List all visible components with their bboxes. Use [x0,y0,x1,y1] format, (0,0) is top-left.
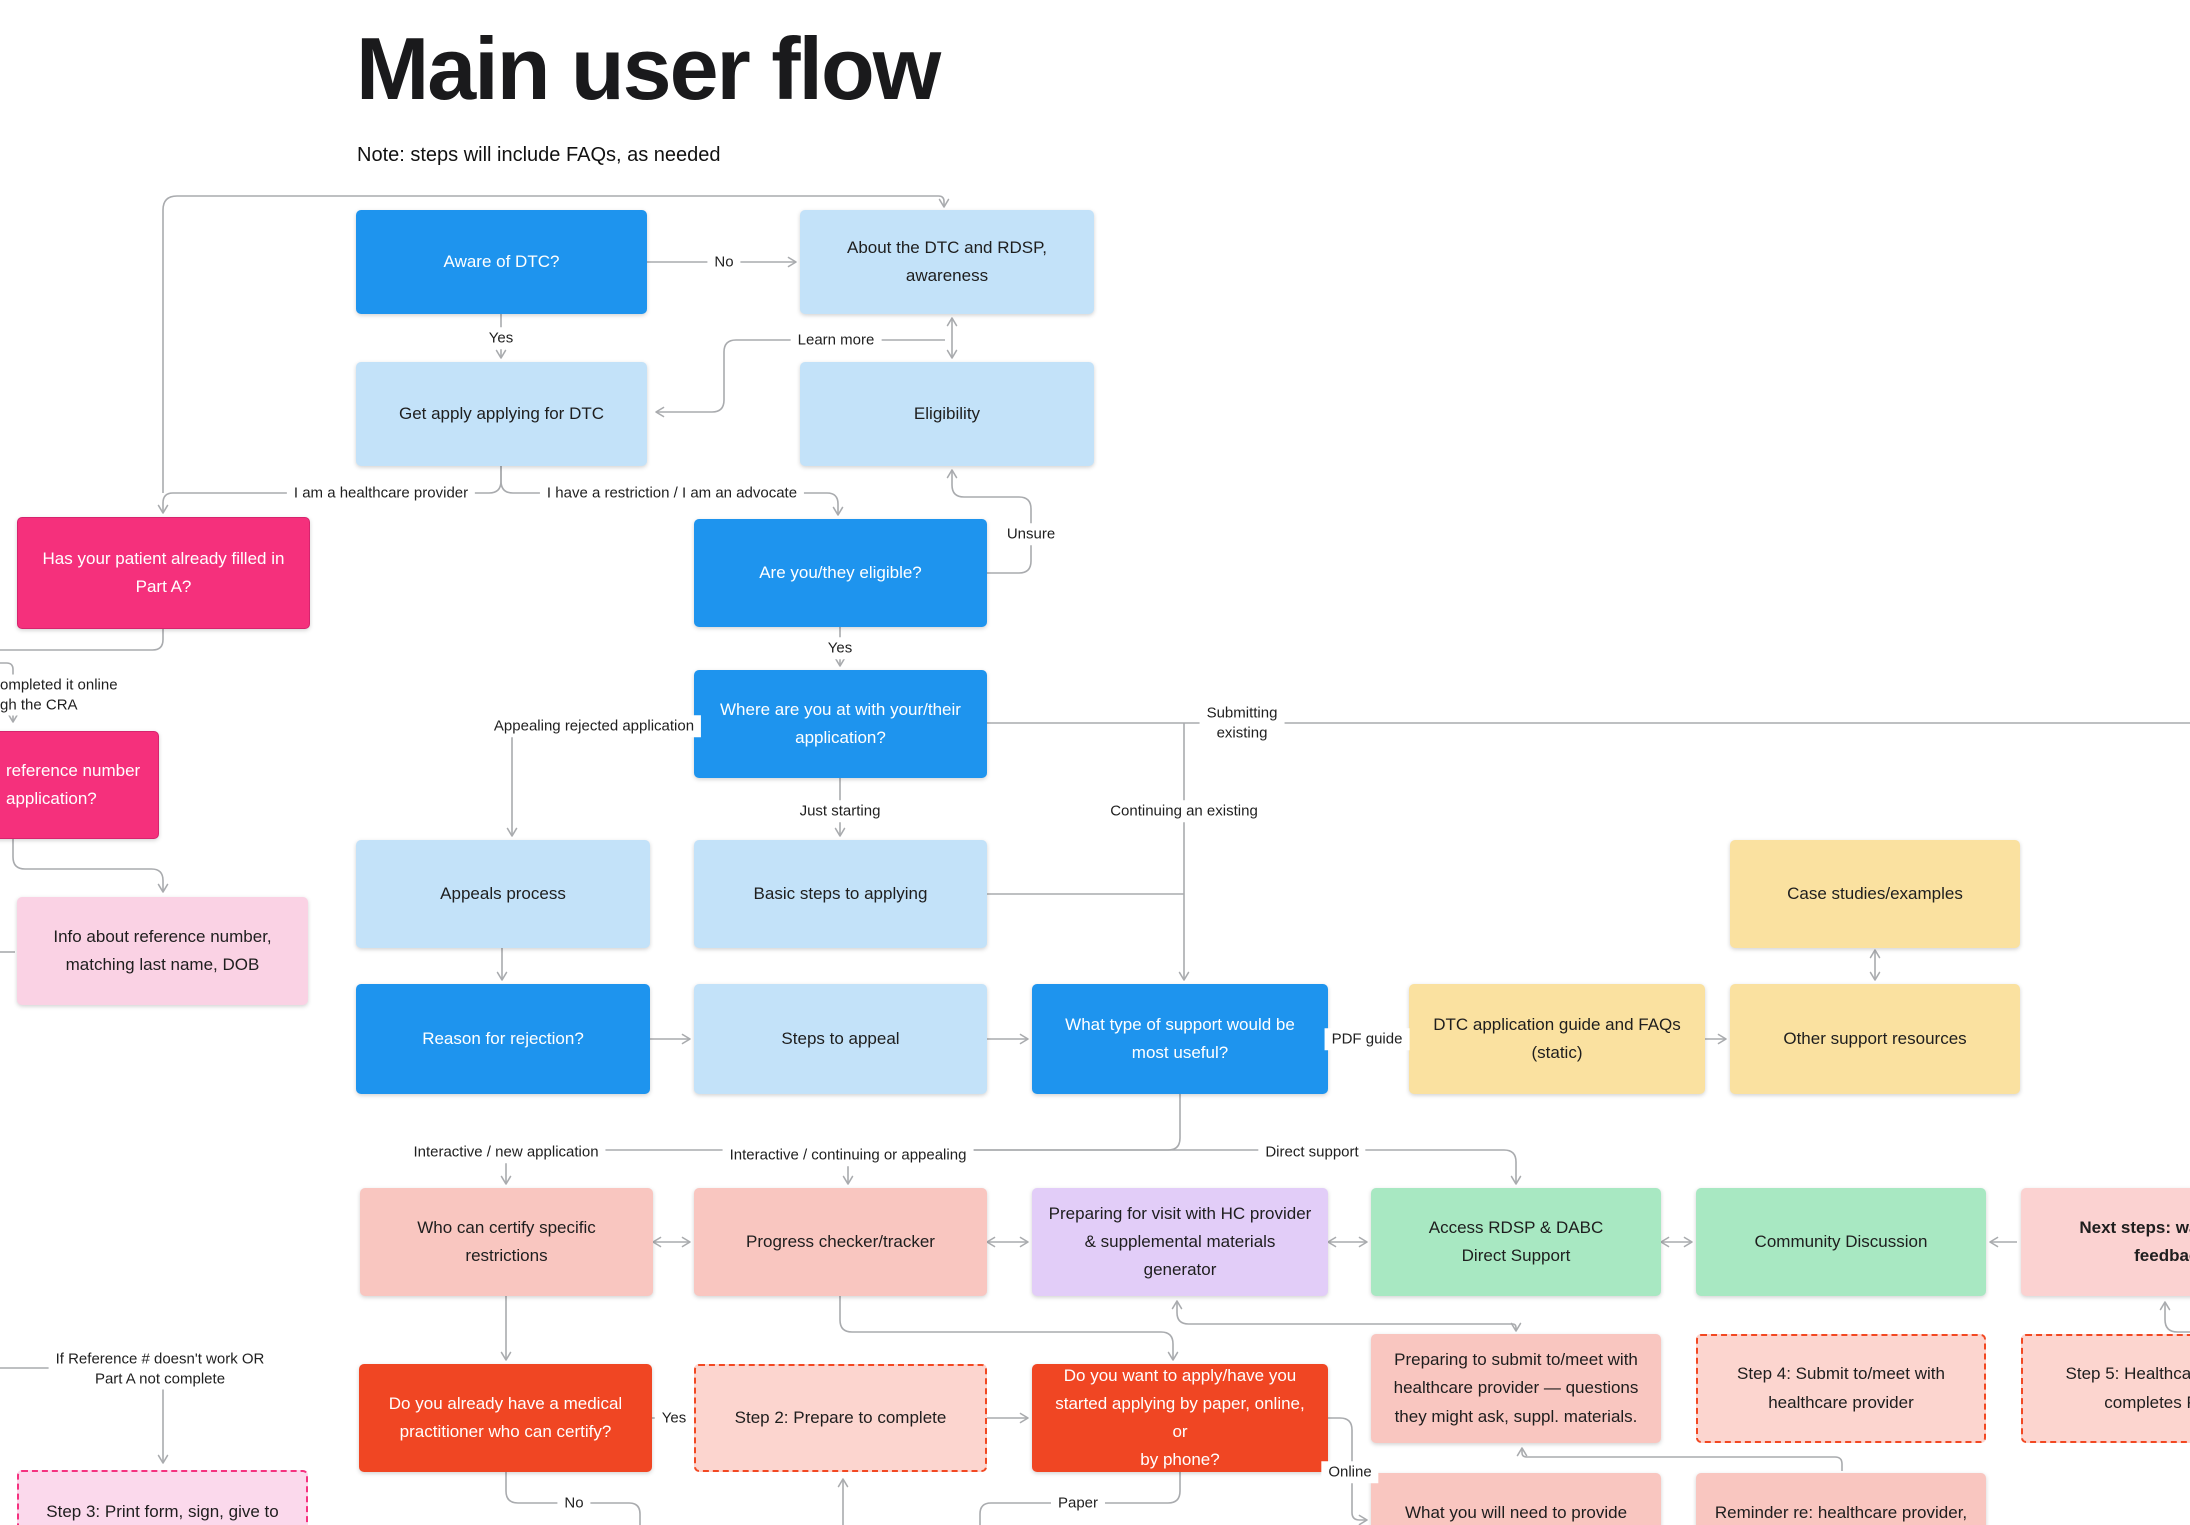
progress-checker-node[interactable]: Progress checker/tracker [694,1188,987,1296]
connector-label-yes-practitioner: Yes [654,1407,694,1429]
connector-label-learn-more: Learn more [790,329,882,351]
preparing-visit-node[interactable]: Preparing for visit with HC provider & s… [1032,1188,1328,1296]
connector-9 [506,725,694,837]
get-apply-dtc-node[interactable]: Get apply applying for DTC [356,362,647,466]
connector-label-interactive-new: Interactive / new application [406,1141,606,1163]
appeals-process-node[interactable]: Appeals process [356,840,650,948]
step-5-node[interactable]: Step 5: Healthcare provider completes Pa… [2021,1334,2190,1443]
step-2-node[interactable]: Step 2: Prepare to complete [694,1364,987,1472]
connector-40 [0,629,164,651]
connector-label-interactive-continuing: Interactive / continuing or appealing [722,1144,974,1166]
page-note: Note: steps will include FAQs, as needed [357,144,721,166]
preparing-submit-node[interactable]: Preparing to submit to/meet with healthc… [1371,1334,1661,1443]
connector-32 [839,1296,1179,1361]
what-you-need-node[interactable]: What you will need to provide [1371,1473,1661,1525]
other-support-node[interactable]: Other support resources [1730,984,2020,1094]
case-studies-node[interactable]: Case studies/examples [1730,840,2020,948]
connector-label-continuing-existing: Continuing an existing [1103,800,1265,822]
connector-label-healthcare-provider: I am a healthcare provider [286,482,476,504]
dtc-guide-node[interactable]: DTC application guide and FAQs (static) [1409,984,1705,1094]
basic-steps-node[interactable]: Basic steps to applying [694,840,987,948]
apply-how-node[interactable]: Do you want to apply/have you started ap… [1032,1364,1328,1472]
connector-label-direct-support: Direct support [1258,1141,1366,1163]
next-steps-node[interactable]: Next steps: wait times, feedback [2021,1188,2190,1296]
connector-41 [12,839,169,893]
connector-label-no-aware: No [707,251,741,273]
eligibility-node[interactable]: Eligibility [800,362,1094,466]
connector-38 [2159,1301,2190,1333]
what-type-support-node[interactable]: What type of support would be most usefu… [1032,984,1328,1094]
connector-label-if-reference: If Reference # doesn't work OR Part A no… [48,1348,272,1390]
community-discussion-node[interactable]: Community Discussion [1696,1188,1986,1296]
connector-label-online: Online [1321,1461,1379,1483]
connector-28 [1171,1300,1522,1332]
page-title: Main user flow [356,19,941,118]
connector-label-yes-eligible: Yes [820,637,860,659]
connector-label-submitting-existing: Submitting existing [1199,702,1285,744]
connector-label-paper: Paper [1050,1492,1106,1514]
who-can-certify-node[interactable]: Who can certify specific restrictions [360,1188,653,1296]
connector-20 [500,1094,1181,1185]
connector-37 [1516,1447,1843,1471]
connector-label-pdf-guide: PDF guide [1324,1028,1410,1050]
connector-label-unsure: Unsure [999,523,1063,545]
step-4-node[interactable]: Step 4: Submit to/meet with healthcare p… [1696,1334,1986,1443]
reminder-provider-node[interactable]: Reminder re: healthcare provider, [1696,1473,1986,1525]
connector-label-completed-online: ompleted it online gh the CRA [0,674,125,716]
connector-label-just-starting: Just starting [792,800,888,822]
info-reference-node[interactable]: Info about reference number, matching la… [17,897,308,1005]
steps-to-appeal-node[interactable]: Steps to appeal [694,984,987,1094]
connector-label-restriction-advocate: I have a restriction / I am an advocate [539,482,805,504]
where-are-you-node[interactable]: Where are you at with your/their applica… [694,670,987,778]
connector-label-yes-aware: Yes [481,327,521,349]
medical-practitioner-node[interactable]: Do you already have a medical practition… [359,1364,652,1472]
patient-part-a-node[interactable]: Has your patient already filled in Part … [17,517,310,629]
reference-number-q-node[interactable]: reference number application? [0,731,159,839]
aware-of-dtc-node[interactable]: Aware of DTC? [356,210,647,314]
reason-rejection-node[interactable]: Reason for rejection? [356,984,650,1094]
about-dtc-rdsp-node[interactable]: About the DTC and RDSP, awareness [800,210,1094,314]
are-you-eligible-node[interactable]: Are you/they eligible? [694,519,987,627]
access-rdsp-node[interactable]: Access RDSP & DABC Direct Support [1371,1188,1661,1296]
step-3-node[interactable]: Step 3: Print form, sign, give to [17,1470,308,1525]
connector-label-appealing-rejected: Appealing rejected application [486,715,702,737]
connector-label-no-practitioner: No [557,1492,591,1514]
